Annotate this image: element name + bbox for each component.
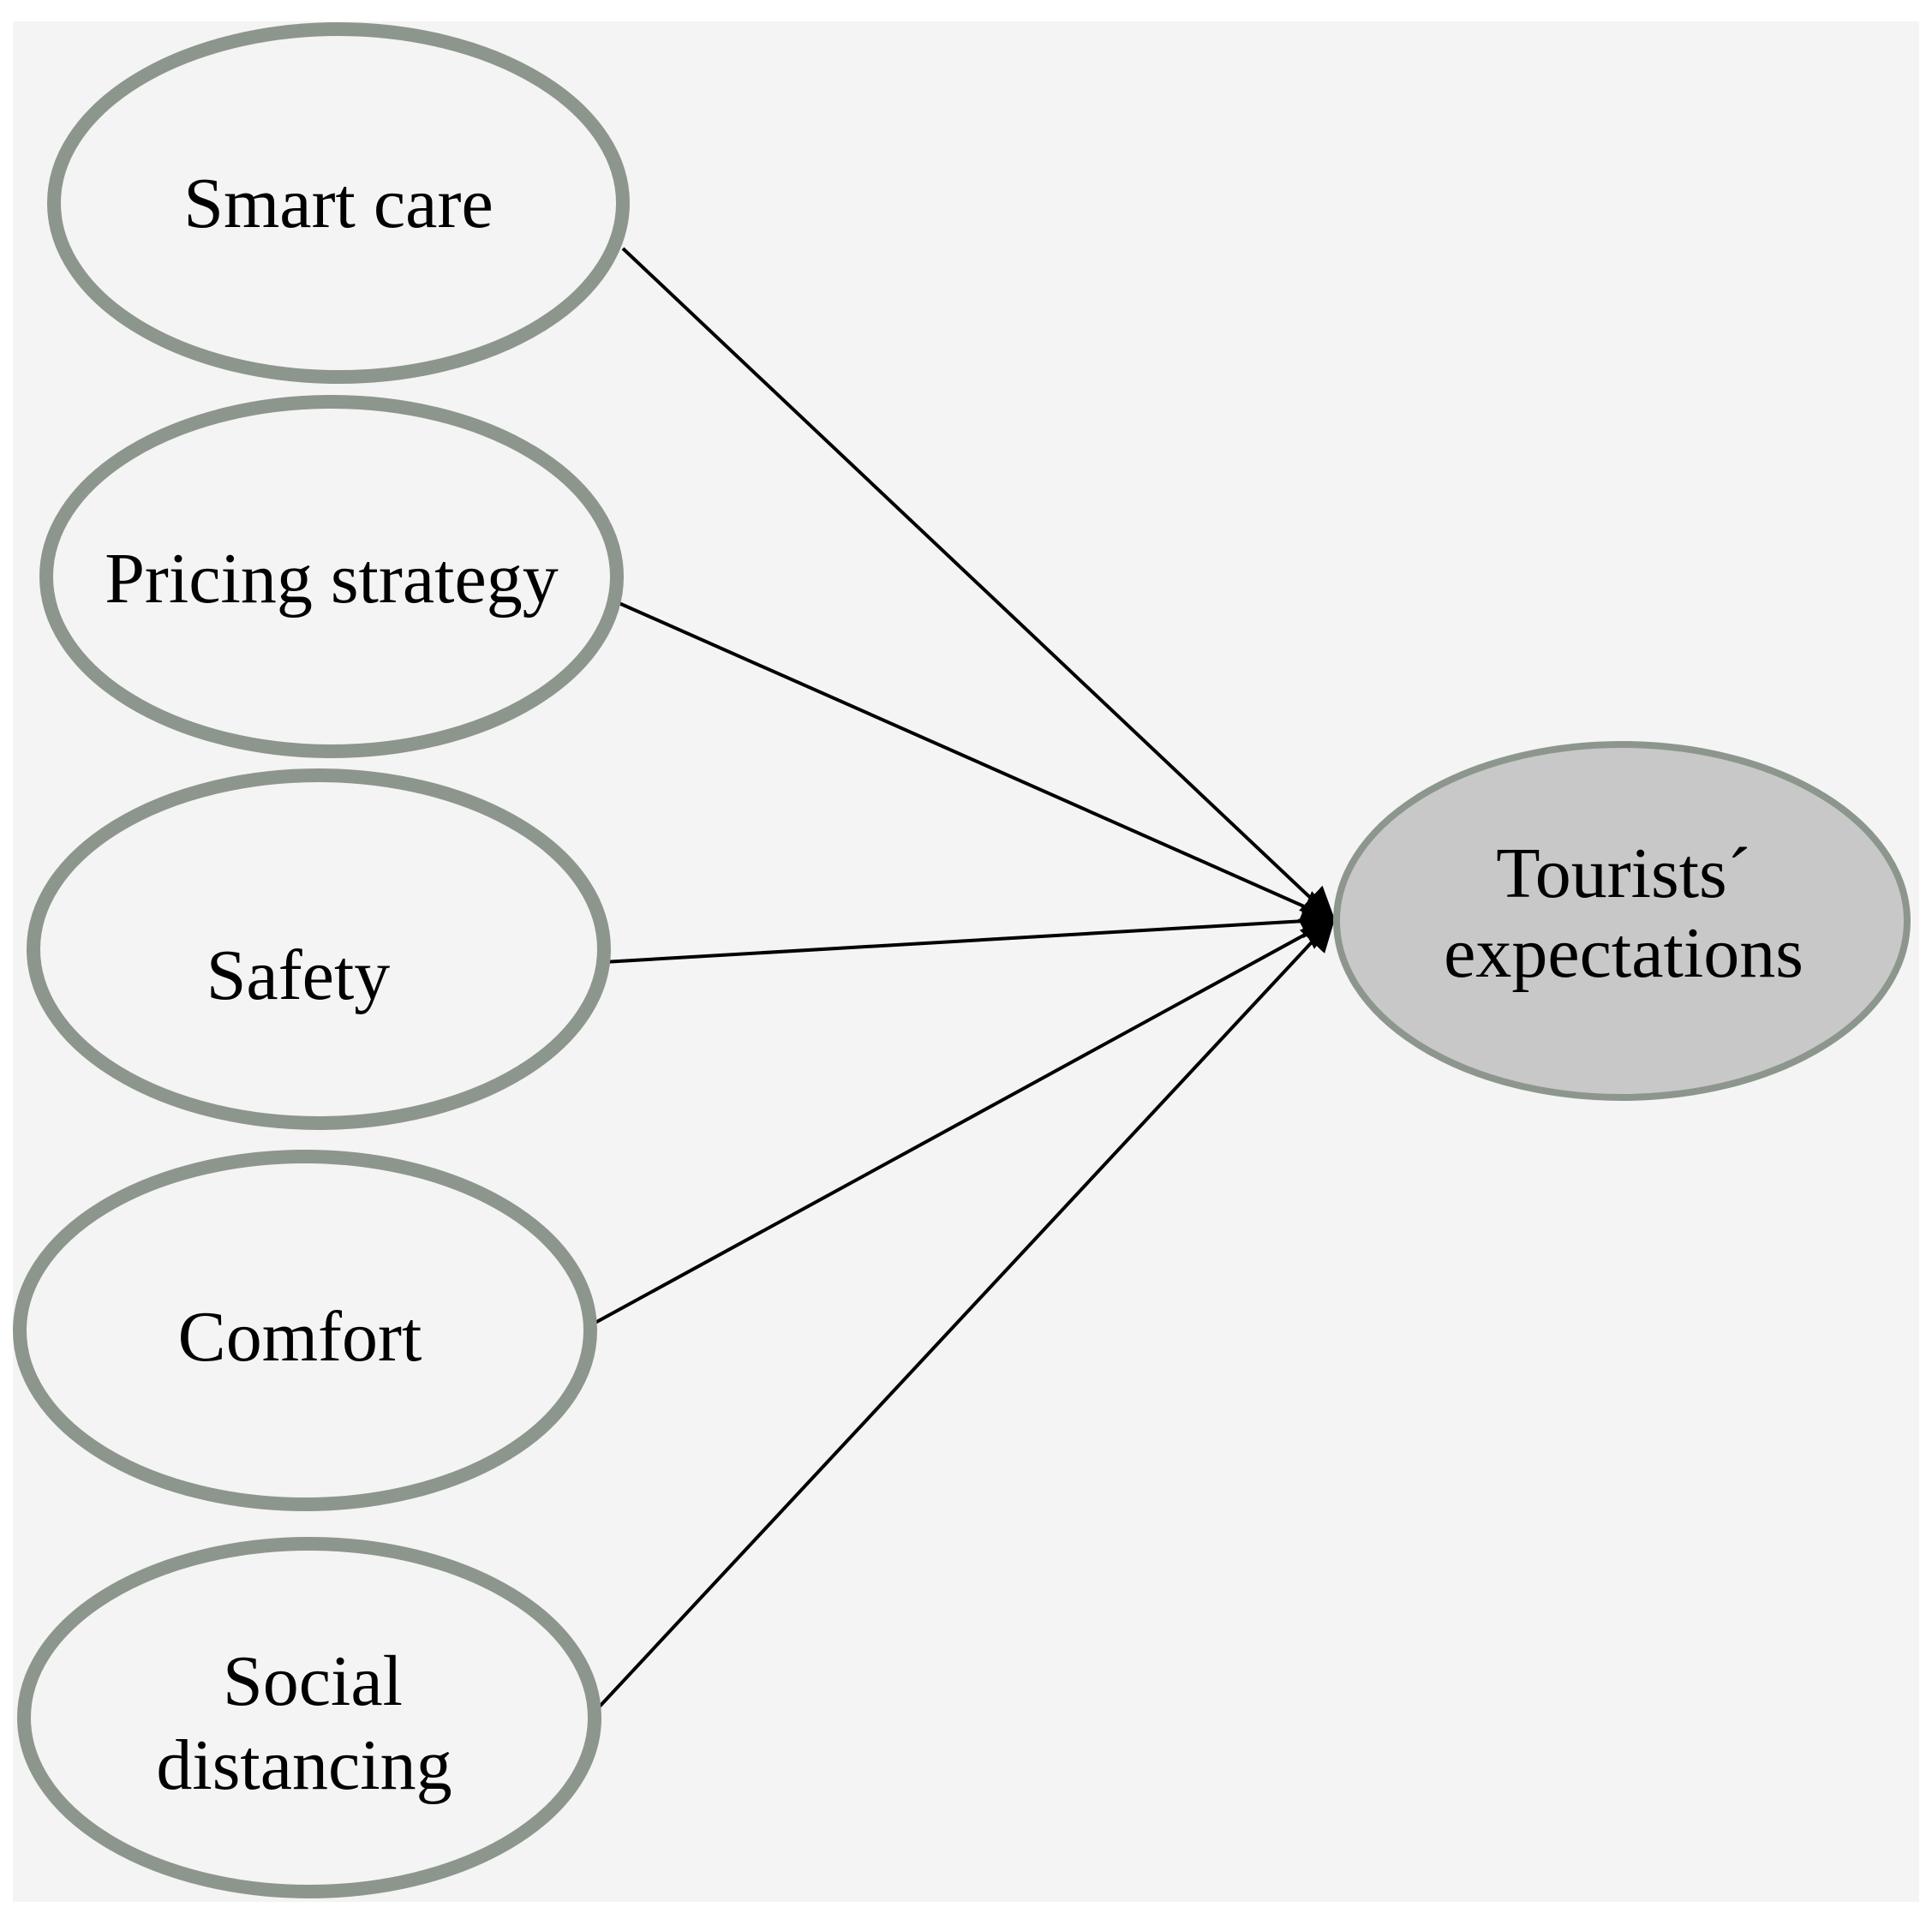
label-comfort: Comfort <box>178 1297 422 1377</box>
ellipse-smart-care <box>47 22 630 384</box>
ellipse-comfort <box>13 1150 597 1511</box>
node-social-distancing: Social distancing <box>17 1537 601 1898</box>
ellipse-tourists-expectations <box>1333 741 1911 1101</box>
label-tourists-expectations-line2: expectations <box>1444 913 1803 993</box>
label-social-distancing-line1: Social <box>223 1641 403 1721</box>
edge-smart-care-to-expectations <box>621 247 1336 922</box>
ellipse-social-distancing <box>17 1537 601 1898</box>
label-pricing-strategy: Pricing strategy <box>105 539 559 619</box>
node-comfort: Comfort <box>13 1150 597 1511</box>
node-pricing-strategy: Pricing strategy <box>39 395 624 758</box>
edge-pricing-strategy-to-expectations <box>614 600 1337 923</box>
edge-social-distancing-to-expectations <box>595 917 1336 1711</box>
node-safety: Safety <box>27 768 611 1130</box>
edge-comfort-to-expectations <box>582 918 1337 1331</box>
label-tourists-expectations-line1: Tourists´ <box>1496 834 1750 913</box>
ellipse-pricing-strategy <box>39 395 624 758</box>
edges <box>582 247 1337 1711</box>
label-social-distancing-line2: distancing <box>156 1725 452 1805</box>
ellipse-safety <box>27 768 611 1130</box>
node-smart-care: Smart care <box>47 22 630 384</box>
label-smart-care: Smart care <box>183 164 493 243</box>
node-tourists-expectations: Tourists´ expectations <box>1333 741 1911 1101</box>
label-safety: Safety <box>206 936 391 1015</box>
edge-safety-to-expectations <box>603 904 1337 964</box>
